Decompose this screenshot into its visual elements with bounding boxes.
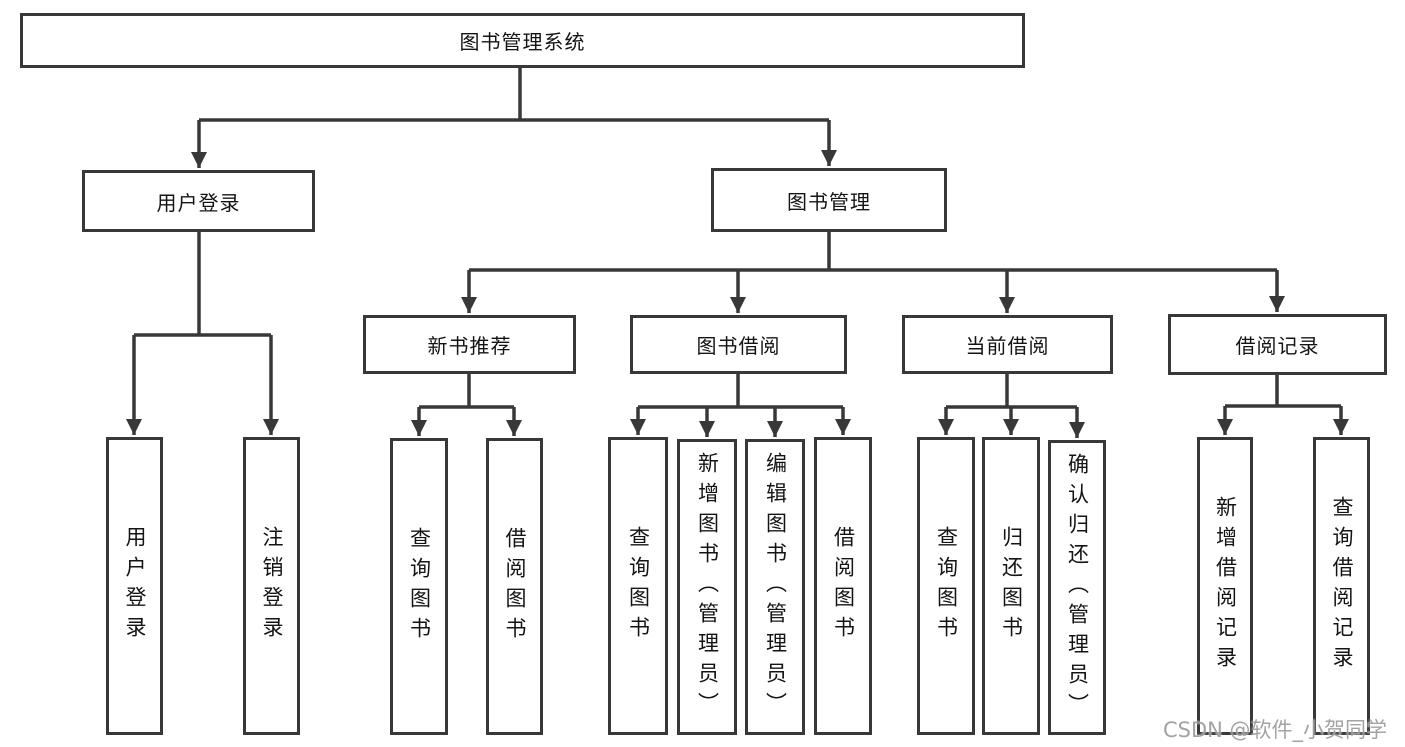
csdn-watermark: CSDN @软件_小贺同学 <box>1163 718 1388 742</box>
leaf-query-borrow-record: 查询借阅记录 <box>1313 437 1370 735</box>
leaf-edit-books-admin: 编辑图书（管理员） <box>745 439 805 735</box>
leaf-user-login: 用户登录 <box>106 437 163 735</box>
node-label: 新增借阅记录 <box>1213 496 1238 676</box>
node-label: 借阅记录 <box>1235 334 1320 358</box>
node-label: 编辑图书（管理员） <box>763 452 788 722</box>
node-label: 借阅图书 <box>831 526 856 646</box>
leaf-query-books: 查询图书 <box>390 438 448 735</box>
node-book-borrow: 图书借阅 <box>630 315 847 374</box>
node-library-management-system: 图书管理系统 <box>20 13 1025 68</box>
node-label: 确认归还（管理员） <box>1065 452 1090 723</box>
node-label: 当前借阅 <box>965 334 1050 358</box>
leaf-confirm-return-admin: 确认归还（管理员） <box>1048 440 1106 735</box>
node-label: 查询图书 <box>407 526 432 647</box>
node-label: 注销登录 <box>260 526 285 646</box>
leaf-borrow-books: 借阅图书 <box>486 438 543 735</box>
node-label: 借阅图书 <box>503 526 528 647</box>
leaf-add-borrow-record: 新增借阅记录 <box>1197 437 1253 735</box>
node-label: 新书推荐 <box>427 334 512 358</box>
node-label: 新增图书（管理员） <box>695 452 720 722</box>
node-label: 图书管理 <box>787 189 871 214</box>
leaf-logout: 注销登录 <box>243 437 300 735</box>
node-book-management: 图书管理 <box>711 168 947 232</box>
leaf-query-books: 查询图书 <box>608 437 668 735</box>
node-new-book-recommend: 新书推荐 <box>363 315 576 374</box>
node-label: 查询图书 <box>934 526 959 646</box>
leaf-borrow-books: 借阅图书 <box>814 437 872 735</box>
node-current-borrow: 当前借阅 <box>902 315 1113 374</box>
node-label: 查询借阅记录 <box>1330 496 1355 676</box>
node-label: 用户登录 <box>156 190 241 215</box>
leaf-return-books: 归还图书 <box>982 437 1040 735</box>
node-label: 图书借阅 <box>696 334 781 358</box>
leaf-query-books: 查询图书 <box>917 437 975 735</box>
node-label: 归还图书 <box>999 526 1024 646</box>
leaf-add-books-admin: 新增图书（管理员） <box>677 439 737 735</box>
node-user-login-module: 用户登录 <box>82 170 315 232</box>
node-label: 用户登录 <box>123 526 148 646</box>
node-borrow-record: 借阅记录 <box>1168 314 1387 375</box>
node-label: 查询图书 <box>626 526 651 646</box>
node-label: 图书管理系统 <box>459 30 586 54</box>
